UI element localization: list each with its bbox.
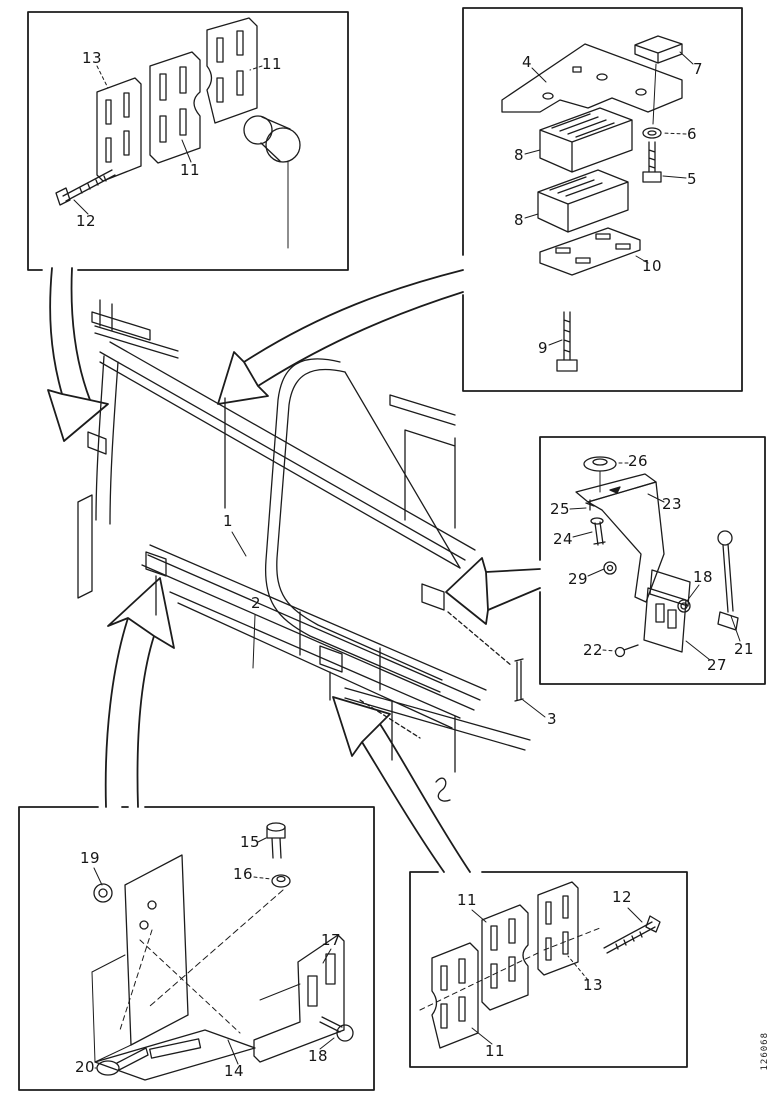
part-callout-5: 5	[686, 169, 698, 188]
part-callout-18: 18	[692, 567, 714, 586]
detail-top-left-parts	[56, 18, 300, 248]
detail-bottom-right-parts	[420, 882, 660, 1048]
part-callout-14: 14	[223, 1061, 245, 1080]
part-callout-12: 12	[75, 211, 97, 230]
part-callout-19: 19	[79, 848, 101, 867]
part-callout-11: 11	[484, 1041, 506, 1060]
part-callout-10: 10	[641, 256, 663, 275]
main-assembly-drawing	[78, 300, 545, 801]
part-callout-2: 2	[250, 593, 262, 612]
part-callout-25: 25	[549, 499, 571, 518]
part-callout-12: 12	[611, 887, 633, 906]
part-callout-8: 8	[513, 210, 525, 229]
detail-top-right-parts	[502, 36, 693, 371]
part-callout-20: 20	[74, 1057, 96, 1076]
inset-border-top-left	[28, 12, 348, 270]
part-callout-27: 27	[706, 655, 728, 674]
part-callout-8: 8	[513, 145, 525, 164]
part-callout-9: 9	[537, 338, 549, 357]
part-callout-4: 4	[521, 52, 533, 71]
part-callout-13: 13	[582, 975, 604, 994]
part-callout-13: 13	[81, 48, 103, 67]
part-callout-23: 23	[661, 494, 683, 513]
part-callout-24: 24	[552, 529, 574, 548]
inset-border-top-right	[463, 8, 742, 391]
part-callout-17: 17	[320, 930, 342, 949]
part-callout-11: 11	[179, 160, 201, 179]
part-callout-6: 6	[686, 124, 698, 143]
locator-arrows	[48, 268, 540, 872]
part-callout-16: 16	[232, 864, 254, 883]
part-callout-21: 21	[733, 639, 755, 658]
part-callout-11: 11	[456, 890, 478, 909]
part-callout-26: 26	[627, 451, 649, 470]
part-callout-22: 22	[582, 640, 604, 659]
part-callout-1: 1	[222, 511, 234, 530]
part-callout-29: 29	[567, 569, 589, 588]
part-callout-3: 3	[546, 709, 558, 728]
inset-border-middle-right	[540, 437, 765, 684]
inset-border-bottom-left	[19, 807, 374, 1090]
part-callout-7: 7	[692, 59, 704, 78]
part-callout-11: 11	[261, 54, 283, 73]
detail-bottom-left-parts	[92, 823, 353, 1080]
detail-middle-right-parts	[570, 457, 740, 660]
part-callout-15: 15	[239, 832, 261, 851]
part-callout-18: 18	[307, 1046, 329, 1065]
figure-code: 126068	[760, 1032, 770, 1071]
inset-border-bottom-right	[410, 872, 687, 1067]
